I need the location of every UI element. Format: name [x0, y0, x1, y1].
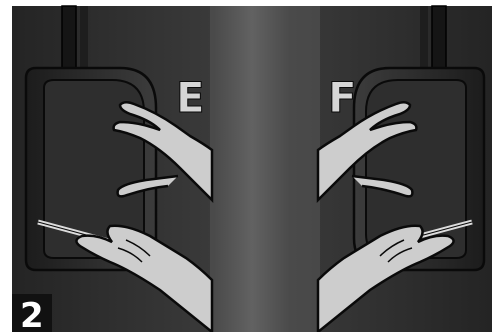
right-upper-hand	[316, 101, 418, 204]
panel-number: 2	[20, 296, 44, 332]
left-lower-hand	[75, 224, 214, 332]
center-divider	[210, 6, 320, 332]
panel-number-badge	[12, 294, 52, 332]
right-lower-hand	[316, 224, 455, 332]
label-e: E	[176, 73, 205, 122]
left-upper-hand	[112, 101, 214, 204]
left-scene: E	[24, 5, 214, 332]
right-scene: F	[316, 5, 486, 332]
label-f: F	[328, 73, 357, 122]
